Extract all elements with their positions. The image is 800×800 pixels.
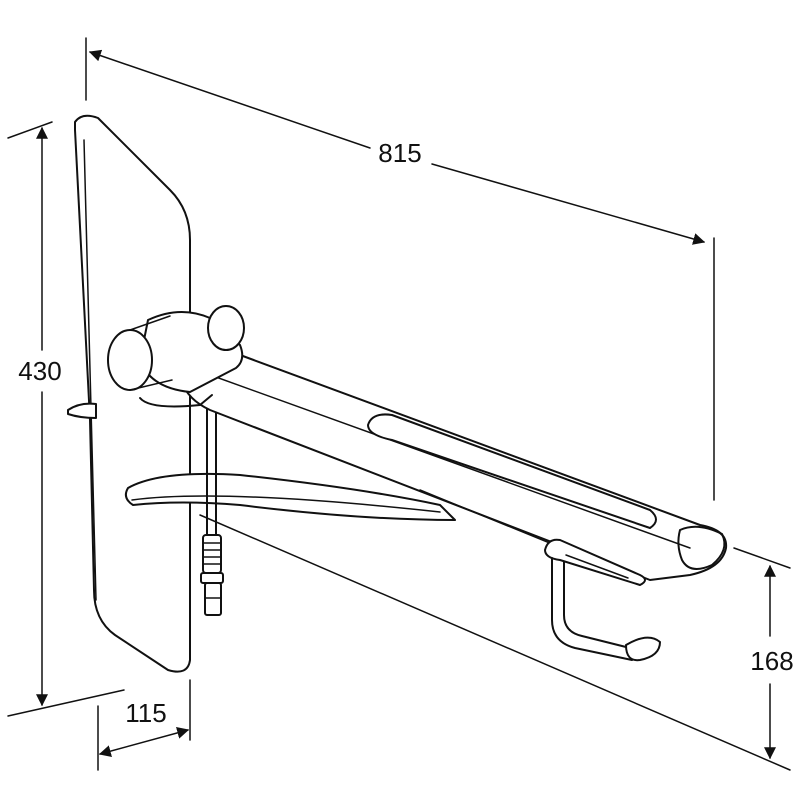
lower-swing-arm [124,472,456,521]
extension-lines [7,37,791,771]
wall-plate [74,114,191,673]
main-grab-bar [178,350,728,581]
dimension-holder-height: 168 [750,564,794,760]
dimension-depth: 115 [98,698,190,757]
dimension-height: 430 [18,126,62,707]
paper-holder [544,538,661,662]
dimension-label-430: 430 [18,356,61,386]
dimension-label-815: 815 [378,138,421,168]
plate-hook [67,402,97,419]
cable-connector [200,389,224,616]
dimension-label-115: 115 [125,698,166,728]
hinge-mount [107,305,245,408]
dimension-label-168: 168 [750,646,793,676]
dimension-total-length: 815 [88,49,706,245]
